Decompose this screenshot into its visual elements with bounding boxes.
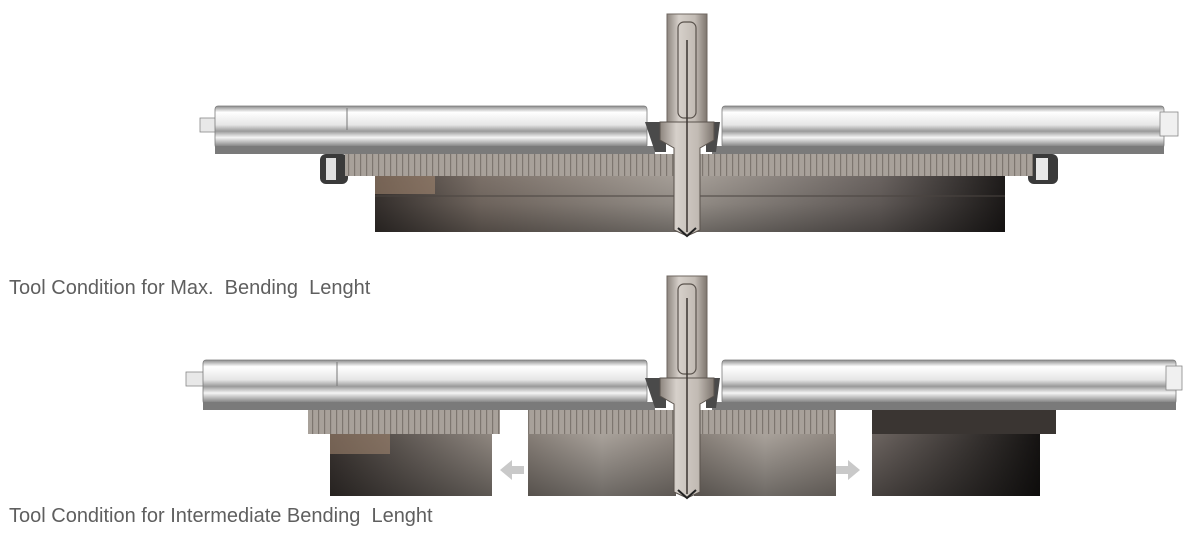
right-rail xyxy=(712,359,1183,410)
right-rail xyxy=(712,105,1179,154)
caption-max-bending-length: Tool Condition for Max. Bending Lenght xyxy=(9,277,371,299)
die-segment-center-left xyxy=(528,410,676,496)
punch xyxy=(659,13,715,238)
left-rail xyxy=(185,359,655,410)
die-left xyxy=(345,154,677,232)
die-segment-center-right xyxy=(694,410,836,496)
tool-assembly-max-bending xyxy=(199,13,1179,238)
die-segment-right xyxy=(872,410,1056,496)
caption-intermediate-bending-length: Tool Condition for Intermediate Bending … xyxy=(9,505,433,527)
punch xyxy=(659,275,715,500)
tool-assembly-intermediate-bending xyxy=(185,275,1183,500)
left-rail xyxy=(199,105,655,154)
left-arrow-icon xyxy=(500,460,524,480)
right-arrow-icon xyxy=(836,460,860,480)
die-segment-left xyxy=(308,410,500,496)
die-right xyxy=(693,154,1033,232)
